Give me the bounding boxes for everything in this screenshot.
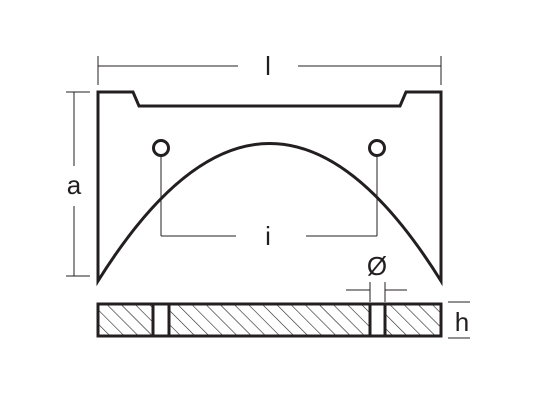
section-hatch-2 xyxy=(169,304,370,336)
dimension-diameter xyxy=(346,282,407,302)
dimension-hole-spacing xyxy=(160,156,378,237)
thickness-label: h xyxy=(455,307,469,337)
section-view xyxy=(96,302,443,338)
dimension-height xyxy=(66,91,90,277)
hole-spacing-label: i xyxy=(265,221,271,251)
section-hole-lines xyxy=(151,304,387,336)
length-label: l xyxy=(265,51,271,81)
section-outline xyxy=(96,302,443,338)
anode-plate-outline xyxy=(96,90,443,287)
mounting-hole-right xyxy=(368,139,386,157)
dimension-thickness xyxy=(448,301,470,339)
section-hatch-3 xyxy=(385,304,441,336)
section-hatch-1 xyxy=(98,304,153,336)
mounting-hole-left xyxy=(152,139,170,157)
diameter-label: Ø xyxy=(367,251,387,281)
front-view xyxy=(96,90,443,287)
height-label: a xyxy=(67,170,82,200)
dimension-length xyxy=(97,56,442,85)
